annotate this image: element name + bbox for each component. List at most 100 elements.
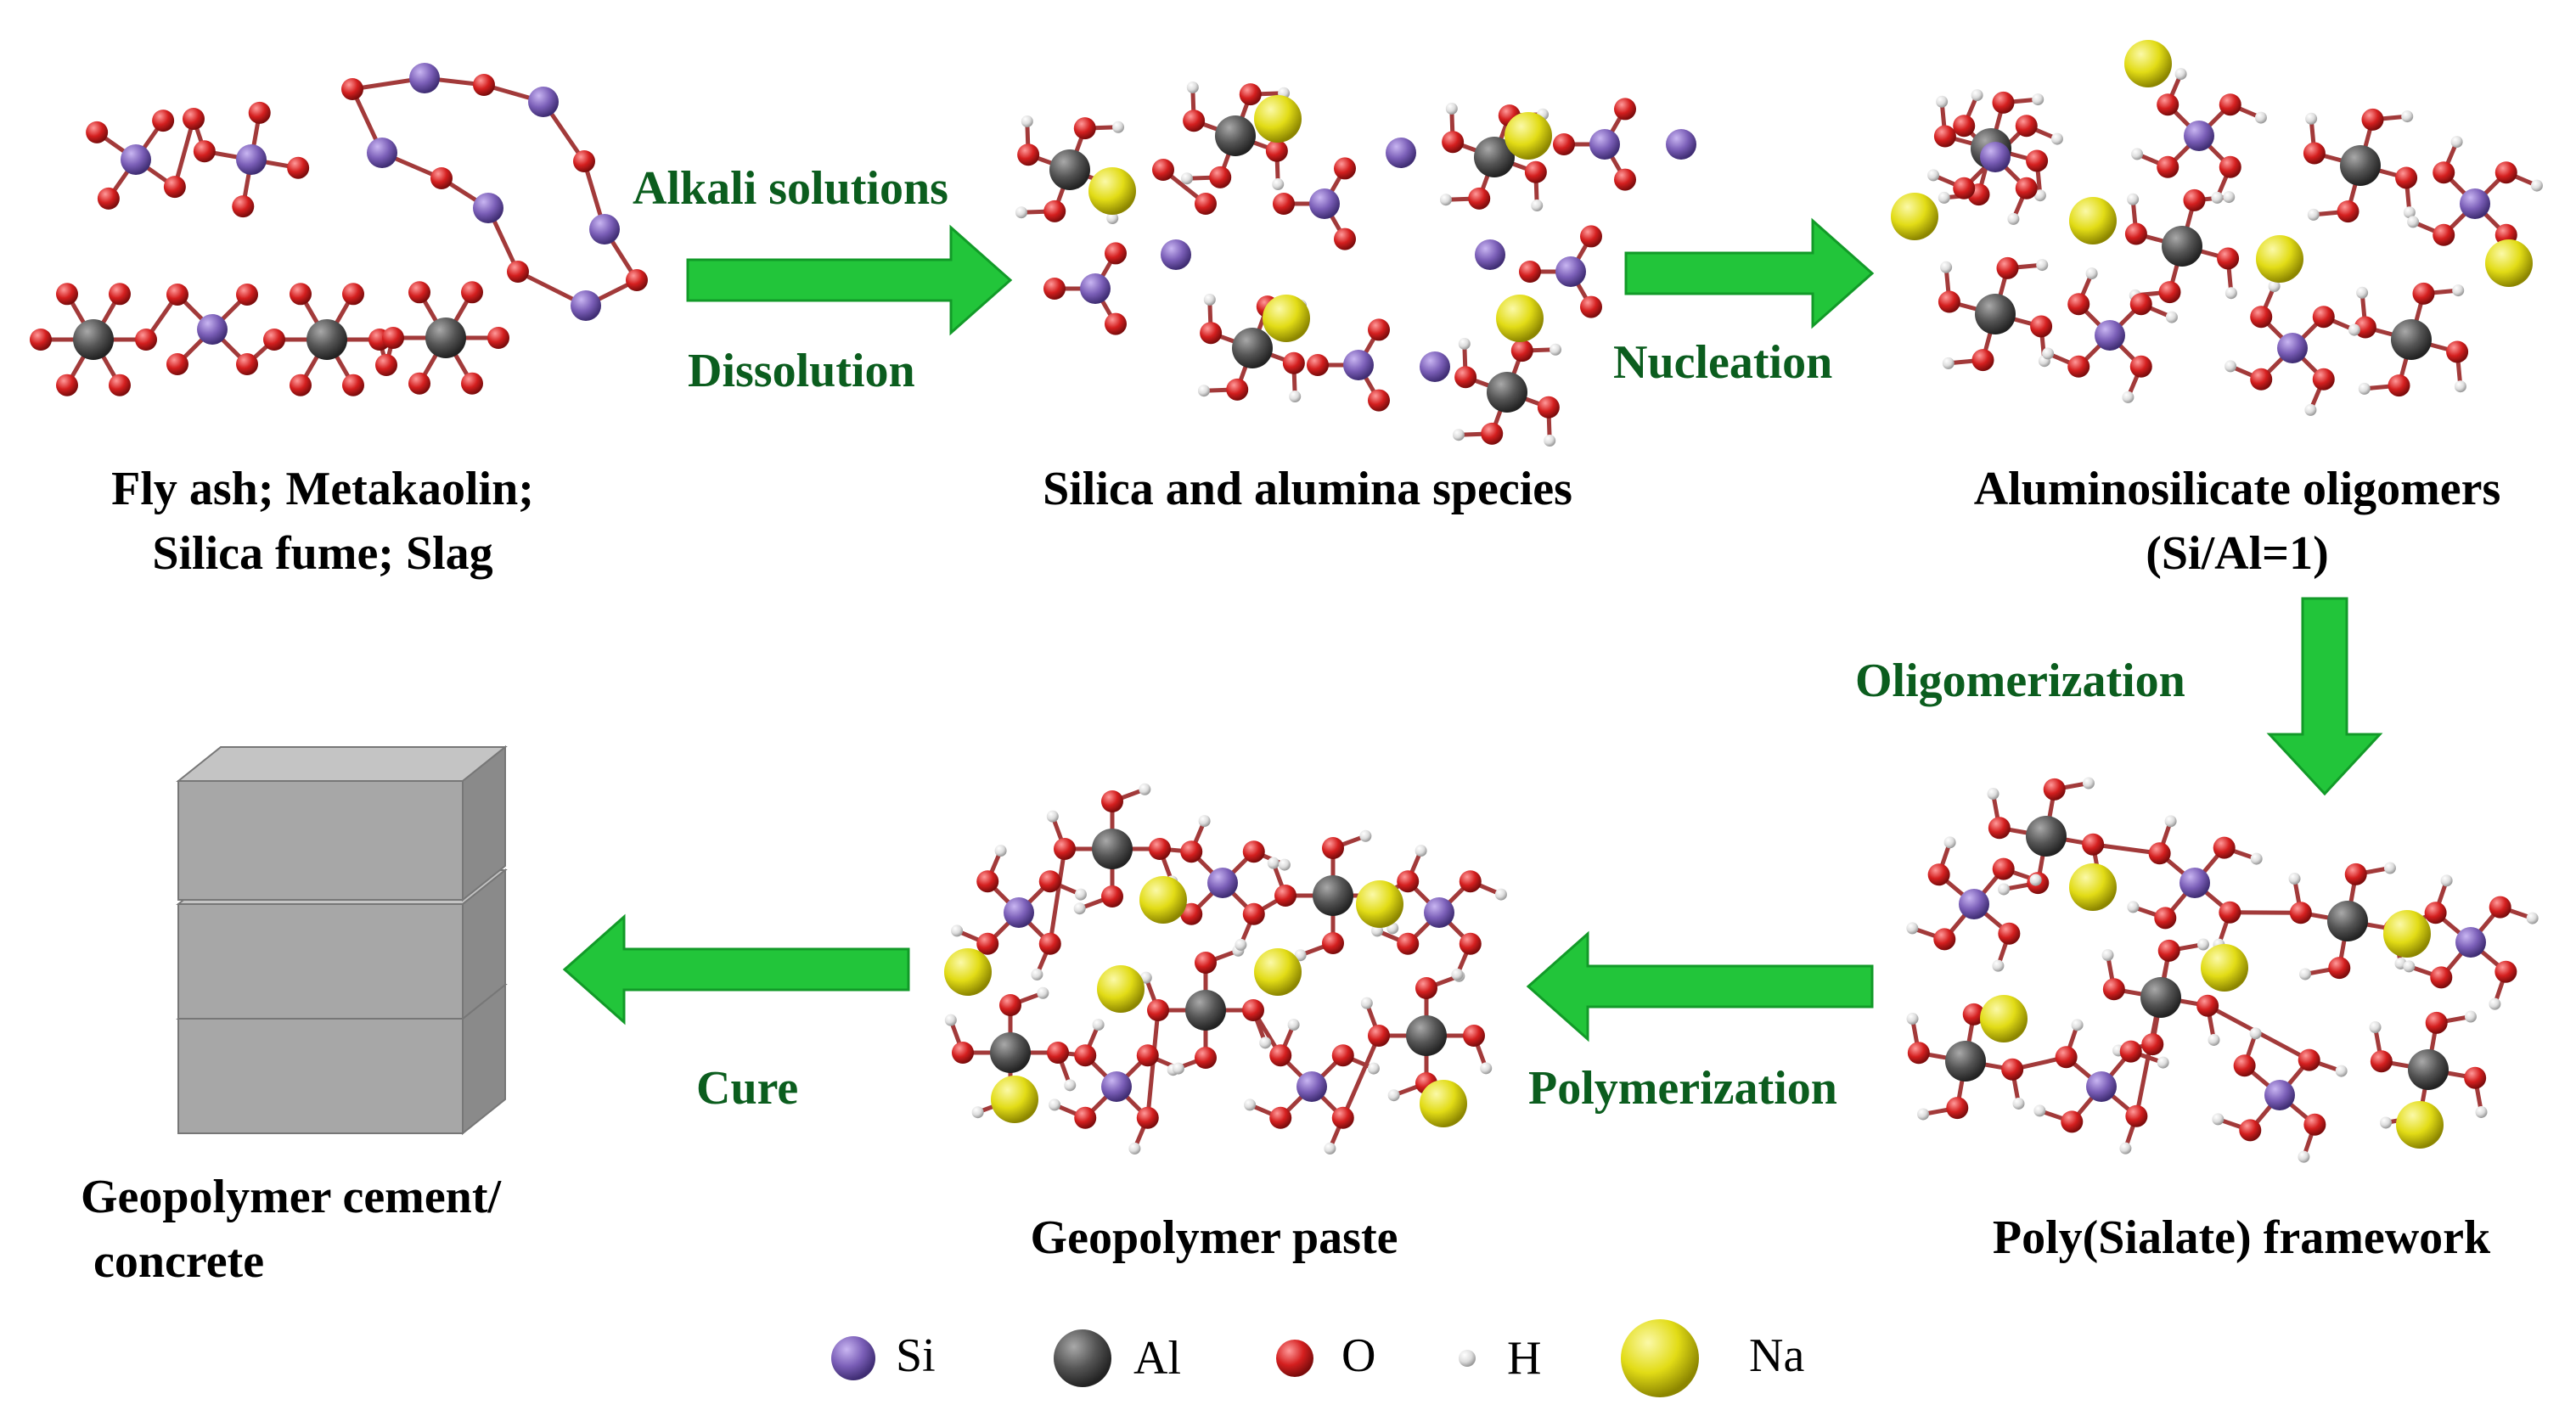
oxygen-atom (166, 283, 188, 306)
sodium-ion (1420, 1080, 1467, 1127)
legend-swatch-o (1276, 1340, 1313, 1377)
oxygen-atom (1459, 870, 1482, 893)
aluminium-atom (1945, 1041, 1986, 1082)
hydrogen-atom (2101, 949, 2114, 962)
silicon-atom (2179, 868, 2210, 898)
hydrogen-atom (2211, 191, 2224, 204)
oxygen-atom (86, 121, 109, 143)
oxygen-atom (487, 327, 509, 349)
oxygen-atom (2129, 293, 2152, 316)
hydrogen-atom (2122, 391, 2134, 403)
oxygen-atom (952, 1042, 974, 1064)
oxygen-atom (2370, 1050, 2393, 1073)
oxygen-atom (135, 329, 157, 351)
oxygen-atom (1200, 322, 1223, 345)
raw-materials-line-1: Fly ash; Metakaolin; (111, 463, 534, 515)
oxygen-atom (1331, 1106, 1354, 1129)
step-label-alkali-solutions: Alkali solutions (633, 162, 948, 215)
hydrogen-atom (2475, 1105, 2488, 1118)
hydrogen-atom (2401, 110, 2414, 123)
sodium-ion (2396, 1101, 2444, 1149)
oxygen-atom (1269, 1044, 1292, 1067)
hydrogen-atom (2033, 189, 2046, 202)
oxygen-atom (2433, 223, 2455, 246)
oxygen-atom (2213, 836, 2236, 859)
silicon-atom (2095, 320, 2125, 351)
silicon-atom (2184, 121, 2214, 151)
aluminium-atom (1232, 328, 1273, 368)
arrow-oligomerization (2266, 597, 2383, 796)
hydrogen-atom (1359, 829, 1372, 842)
oxygen-atom (109, 283, 131, 306)
sodium-ion (2069, 197, 2117, 244)
oxygen-atom (183, 108, 205, 130)
hydrogen-atom (1992, 959, 2005, 972)
oxygen-atom (382, 327, 404, 349)
oxygen-atom (1454, 366, 1477, 389)
oxygen-atom (1054, 838, 1076, 860)
hydrogen-atom (1445, 102, 1458, 115)
hydrogen-atom (2299, 968, 2312, 981)
hydrogen-atom (2223, 191, 2236, 204)
oxygen-atom (626, 269, 648, 291)
hydrogen-atom (2224, 287, 2237, 300)
oxygen-atom (2157, 939, 2180, 962)
hydrogen-atom (1927, 169, 1940, 182)
oxygen-atom (1038, 932, 1061, 955)
oxygen-atom (2067, 293, 2090, 316)
oxygen-atom (287, 156, 310, 179)
hydrogen-atom (1998, 883, 2011, 896)
oxygen-atom (1105, 242, 1127, 265)
stage-label-aluminosilicate-oligomers: Aluminosilicate oligomers (Si/Al=1) (1902, 457, 2573, 586)
oxygen-atom (2030, 315, 2053, 338)
legend-label-h: H (1507, 1332, 1542, 1385)
hydrogen-atom (2032, 93, 2044, 106)
sodium-ion (1139, 876, 1187, 924)
legend-swatch-si (831, 1336, 875, 1380)
oxygen-atom (1074, 1106, 1097, 1129)
oxygen-atom (2219, 901, 2241, 924)
oxygen-atom (1274, 885, 1296, 907)
hydrogen-atom (2174, 68, 2187, 81)
oxygen-atom (2067, 355, 2090, 378)
aluminium-atom (2140, 977, 2181, 1018)
oxygen-atom (999, 994, 1021, 1016)
legend-swatch-al (1054, 1329, 1111, 1387)
hydrogen-atom (1074, 888, 1087, 901)
arrow-layer (562, 217, 2383, 1042)
silicon-atom (197, 314, 228, 345)
oxygen-atom (1397, 932, 1420, 955)
aluminium-atom (1215, 115, 1256, 156)
oxygen-atom (2119, 1040, 2142, 1063)
sodium-ion (1505, 112, 1552, 160)
step-label-nucleation: Nucleation (1613, 336, 1833, 389)
silicon-atom (1101, 1071, 1132, 1102)
aluminium-atom (1975, 294, 2016, 334)
hydrogen-atom (2033, 1104, 2046, 1117)
oxygen-atom (1152, 159, 1174, 181)
aluminium-atom (1474, 137, 1515, 177)
oxygen-atom (1043, 199, 1066, 222)
cement-block-top-layer (176, 745, 508, 902)
oxygen-atom (2157, 155, 2179, 178)
oxygen-atom (1971, 349, 1994, 372)
hydrogen-atom (1439, 194, 1452, 206)
oxygen-atom (1265, 139, 1288, 162)
oxygen-atom (2219, 93, 2241, 116)
step-label-oligomerization: Oligomerization (1855, 655, 2185, 707)
hydrogen-atom (2250, 852, 2263, 865)
hydrogen-atom (2440, 874, 2453, 887)
hydrogen-atom (994, 845, 1007, 857)
hydrogen-atom (2464, 1010, 2477, 1023)
hydrogen-atom (2380, 1116, 2393, 1129)
hydrogen-atom (2042, 347, 2055, 360)
oxygen-atom (1442, 131, 1465, 154)
oxygen-atom (1282, 351, 1305, 374)
oxygen-atom (2430, 966, 2453, 989)
oxygen-atom (1614, 168, 1636, 191)
silicon-atom (1161, 239, 1191, 270)
sodium-ion (944, 948, 992, 996)
oxygen-atom (2388, 374, 2410, 397)
